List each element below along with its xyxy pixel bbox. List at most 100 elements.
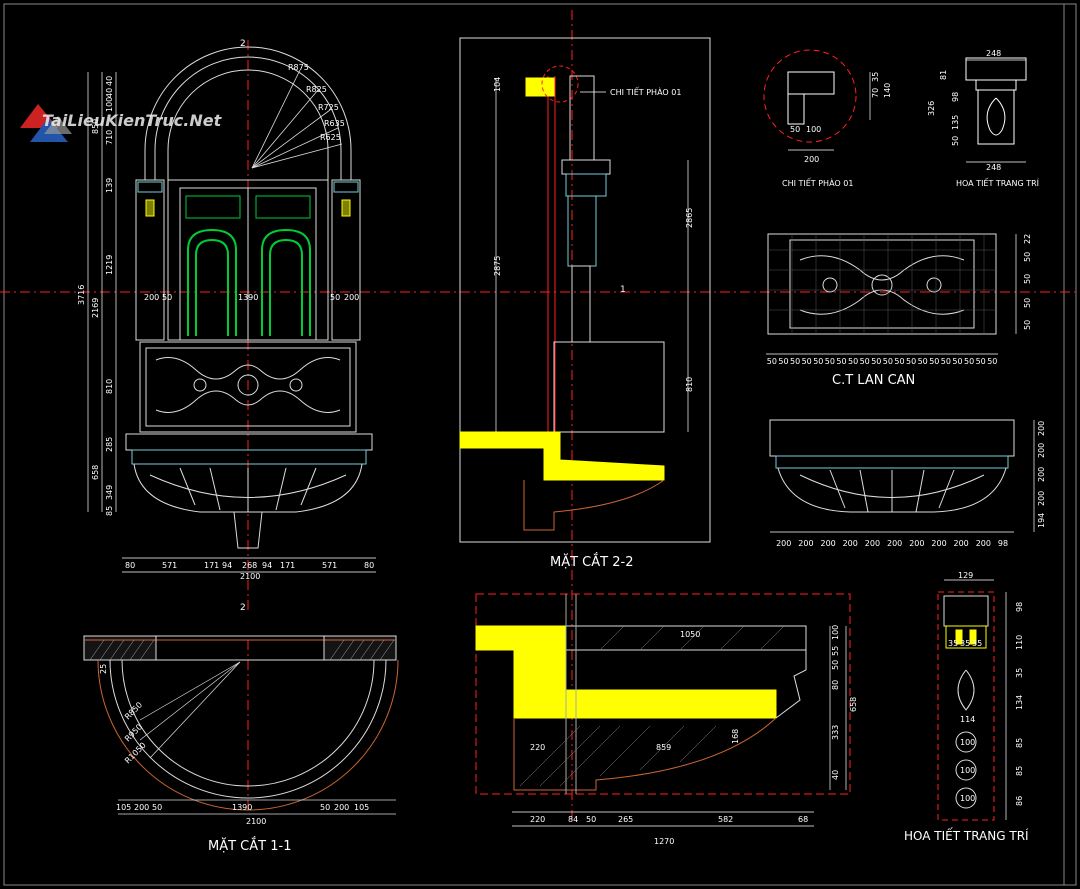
sheet-frame bbox=[3, 3, 1077, 886]
watermark-logo bbox=[20, 104, 72, 142]
axis-mark-section: 1 bbox=[620, 285, 626, 295]
bd-bottom-3: 200 bbox=[843, 539, 858, 548]
basin-detail-dims bbox=[770, 420, 1035, 533]
section-2-2-frame bbox=[459, 37, 711, 543]
s22-dim-0: 104 bbox=[493, 77, 502, 92]
radius-2: R725 bbox=[318, 103, 339, 112]
section-1-1-title: MẶT CẮT 1-1 bbox=[208, 837, 291, 854]
plan-dim-4: 50 bbox=[320, 803, 330, 812]
section-2-2-title: MẶT CẮT 2-2 bbox=[550, 553, 633, 570]
rd-bottom-12: 50 bbox=[906, 357, 916, 366]
rd-bottom-2: 50 bbox=[790, 357, 800, 366]
oc-right-3: 134 bbox=[1015, 695, 1024, 710]
elev-mid-1: 50 bbox=[162, 293, 172, 302]
elev-mid-4: 200 bbox=[344, 293, 359, 302]
rd-bottom-13: 50 bbox=[918, 357, 928, 366]
rd-bottom-6: 50 bbox=[836, 357, 846, 366]
plan-dim-6: 105 bbox=[354, 803, 369, 812]
oc-label-5: 100 bbox=[960, 766, 975, 775]
bd-bottom-10: 98 bbox=[998, 539, 1008, 548]
oc-label-3: 114 bbox=[960, 715, 975, 724]
section-2-2-dims bbox=[495, 78, 689, 432]
rd-bottom-16: 50 bbox=[952, 357, 962, 366]
ls-bot-0: 220 bbox=[530, 815, 545, 824]
oc-label-1: 35 bbox=[960, 639, 970, 648]
plan-dim-3: 1390 bbox=[232, 803, 252, 812]
bd-bottom-1: 200 bbox=[798, 539, 813, 548]
rd-bottom-14: 50 bbox=[929, 357, 939, 366]
ls-inner-1: 859 bbox=[656, 743, 671, 752]
elev-dim-9: 810 bbox=[105, 379, 114, 394]
plan-section-1-1 bbox=[83, 635, 399, 811]
rd-bottom-0: 50 bbox=[767, 357, 777, 366]
ls-right-3: 80 bbox=[831, 680, 840, 690]
bd-bottom-5: 200 bbox=[887, 539, 902, 548]
oc-right-0: 98 bbox=[1015, 602, 1024, 612]
axis-mark-bottom: 2 bbox=[240, 603, 246, 613]
axis-mark-top: 2 bbox=[240, 39, 246, 49]
plan-radii-lines bbox=[118, 661, 396, 815]
oc-label-0: 35 bbox=[948, 639, 958, 648]
elevation-drawing bbox=[125, 46, 373, 549]
elev-dim-5: 139 bbox=[105, 178, 114, 193]
elev-mid-2: 1390 bbox=[238, 293, 258, 302]
ls-total: 1270 bbox=[654, 837, 674, 846]
ls-right-0: 100 bbox=[831, 625, 840, 640]
elev-bot-1: 571 bbox=[162, 561, 177, 570]
cornice-small-title: CHI TIẾT PHÀO 01 bbox=[782, 177, 853, 188]
od-dim-1: 81 bbox=[939, 70, 948, 80]
railing-detail-dims bbox=[766, 234, 1017, 355]
ornament-small-title: HOA TIẾT TRANG TRÍ bbox=[956, 177, 1040, 188]
ornament-main-title: HOA TIẾT TRANG TRÍ bbox=[904, 827, 1029, 843]
watermark-text: TaiLieuKienTruc.Net bbox=[42, 111, 223, 130]
elev-mid-0: 200 bbox=[144, 293, 159, 302]
oc-label-4: 100 bbox=[960, 738, 975, 747]
plan-dim-2: 50 bbox=[152, 803, 162, 812]
bd-bottom-4: 200 bbox=[865, 539, 880, 548]
elev-bot-7: 571 bbox=[322, 561, 337, 570]
cd-dim-0: 50 bbox=[790, 125, 800, 134]
elev-total: 2100 bbox=[240, 572, 260, 581]
bd-bottom-7: 200 bbox=[931, 539, 946, 548]
oc-right-5: 85 bbox=[1015, 766, 1024, 776]
plan-dim-1: 200 bbox=[134, 803, 149, 812]
elev-bot-4: 268 bbox=[242, 561, 257, 570]
s22-dim-1: 2875 bbox=[493, 256, 502, 276]
rd-bottom-7: 50 bbox=[848, 357, 858, 366]
rd-right-1: 50 bbox=[1023, 252, 1032, 262]
railing-ornament bbox=[149, 357, 347, 512]
rd-bottom-9: 50 bbox=[871, 357, 881, 366]
rd-right-4: 50 bbox=[1023, 320, 1032, 330]
elev-dim-7: 2169 bbox=[91, 298, 100, 318]
rd-bottom-1: 50 bbox=[778, 357, 788, 366]
ls-bot-4: 582 bbox=[718, 815, 733, 824]
bd-bottom-0: 200 bbox=[776, 539, 791, 548]
oc-label-6: 100 bbox=[960, 794, 975, 803]
ls-right-1: 55 bbox=[831, 646, 840, 656]
rd-bottom-10: 50 bbox=[883, 357, 893, 366]
ornament-column bbox=[937, 579, 1007, 821]
ls-inner-0: 220 bbox=[530, 743, 545, 752]
arch-radii bbox=[251, 69, 343, 169]
elev-dim-13: 85 bbox=[105, 506, 114, 516]
rd-right-0: 22 bbox=[1023, 234, 1032, 244]
rd-bottom-17: 50 bbox=[964, 357, 974, 366]
elev-dim-2: 100 bbox=[105, 97, 114, 112]
ls-total-right: 658 bbox=[849, 697, 858, 712]
elev-dim-8: 3716 bbox=[77, 285, 86, 305]
rd-bottom-5: 50 bbox=[825, 357, 835, 366]
bd-right-0: 200 bbox=[1037, 421, 1046, 436]
ls-bot-5: 68 bbox=[798, 815, 808, 824]
plan-total: 2100 bbox=[246, 817, 266, 826]
elev-dim-0: 40 bbox=[105, 76, 114, 86]
basin-detail bbox=[769, 419, 1015, 513]
ls-bot-1: 84 bbox=[568, 815, 578, 824]
plan-side: 25 bbox=[99, 664, 108, 674]
door-leaves bbox=[187, 228, 311, 336]
oc-right-4: 85 bbox=[1015, 738, 1024, 748]
ls-inner-2: 168 bbox=[731, 729, 740, 744]
oc-top: 129 bbox=[958, 571, 973, 580]
